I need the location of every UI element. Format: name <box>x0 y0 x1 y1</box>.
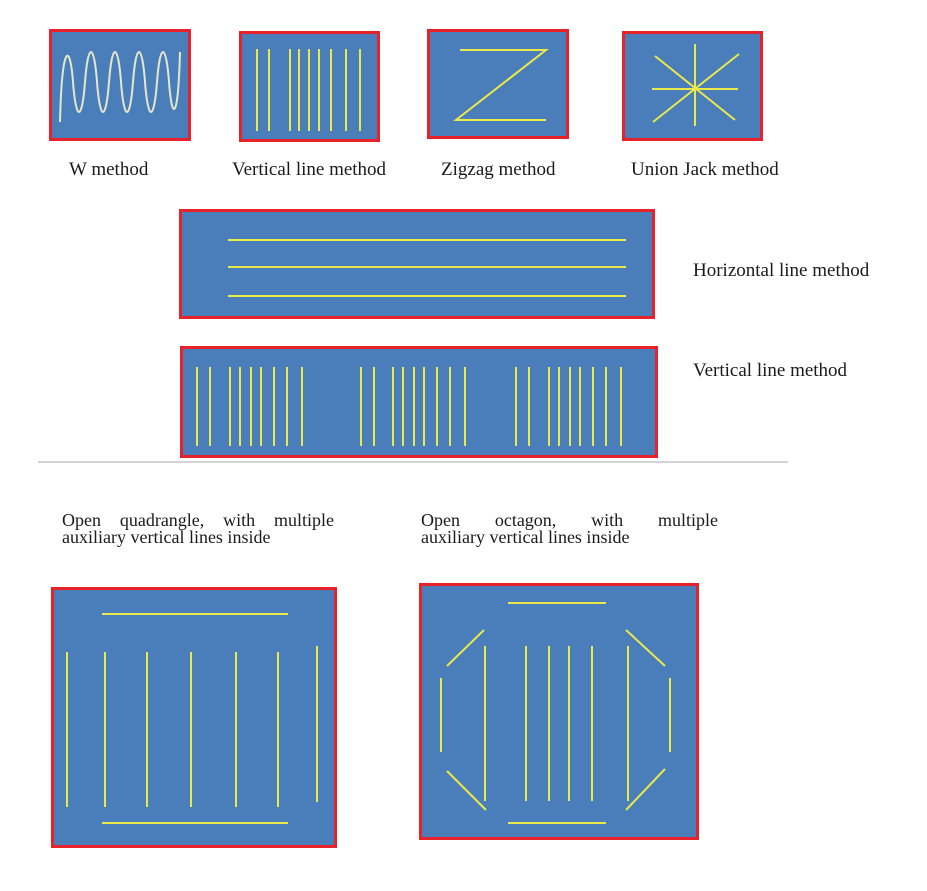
open-quadrangle-description: Open quadrangle, with multiple auxiliary… <box>62 510 334 547</box>
zigzag-method-panel <box>427 29 569 139</box>
vertical-line-method-wide-caption: Vertical line method <box>693 360 848 381</box>
horizontal-lines-figure <box>228 239 626 297</box>
description-line: Open octagon, with multiple <box>421 510 718 530</box>
w-method-caption: W method <box>69 159 149 180</box>
octagon-diagonal-edge <box>446 629 485 667</box>
description-line: auxiliary vertical lines inside <box>421 527 630 547</box>
union-jack-method-panel <box>622 31 763 141</box>
vertical-lines-wide-figure <box>196 367 622 446</box>
horizontal-line-method-caption: Horizontal line method <box>693 260 870 281</box>
open-octagon-description: Open octagon, with multiple auxiliary ve… <box>421 510 718 547</box>
zigzag-figure <box>453 49 549 121</box>
union-jack-line <box>652 53 740 123</box>
open-octagon-figure <box>440 602 671 824</box>
description-line: Open quadrangle, with multiple <box>62 510 334 530</box>
zigzag-method-caption: Zigzag method <box>441 159 556 180</box>
vertical-lines-small-figure <box>256 49 361 131</box>
octagon-diagonal-edge <box>625 629 666 667</box>
w-wave-line <box>59 51 181 123</box>
w-wave-figure <box>59 51 181 123</box>
octagon-diagonal-edge <box>625 768 666 811</box>
union-jack-figure <box>652 44 740 126</box>
horizontal-line-method-panel <box>179 209 655 319</box>
open-octagon-panel <box>419 583 699 840</box>
union-jack-method-caption: Union Jack method <box>631 159 779 180</box>
vertical-line-method-wide-panel <box>180 346 658 458</box>
open-quadrangle-figure <box>66 613 318 824</box>
w-method-panel <box>49 29 191 141</box>
description-line: auxiliary vertical lines inside <box>62 527 271 547</box>
vertical-line-method-small-panel <box>239 31 380 142</box>
octagon-diagonal-edge <box>446 770 487 811</box>
section-divider <box>38 461 788 463</box>
zigzag-line <box>453 49 549 121</box>
vertical-line-method-small-caption: Vertical line method <box>232 159 387 180</box>
open-quadrangle-panel <box>51 587 337 848</box>
